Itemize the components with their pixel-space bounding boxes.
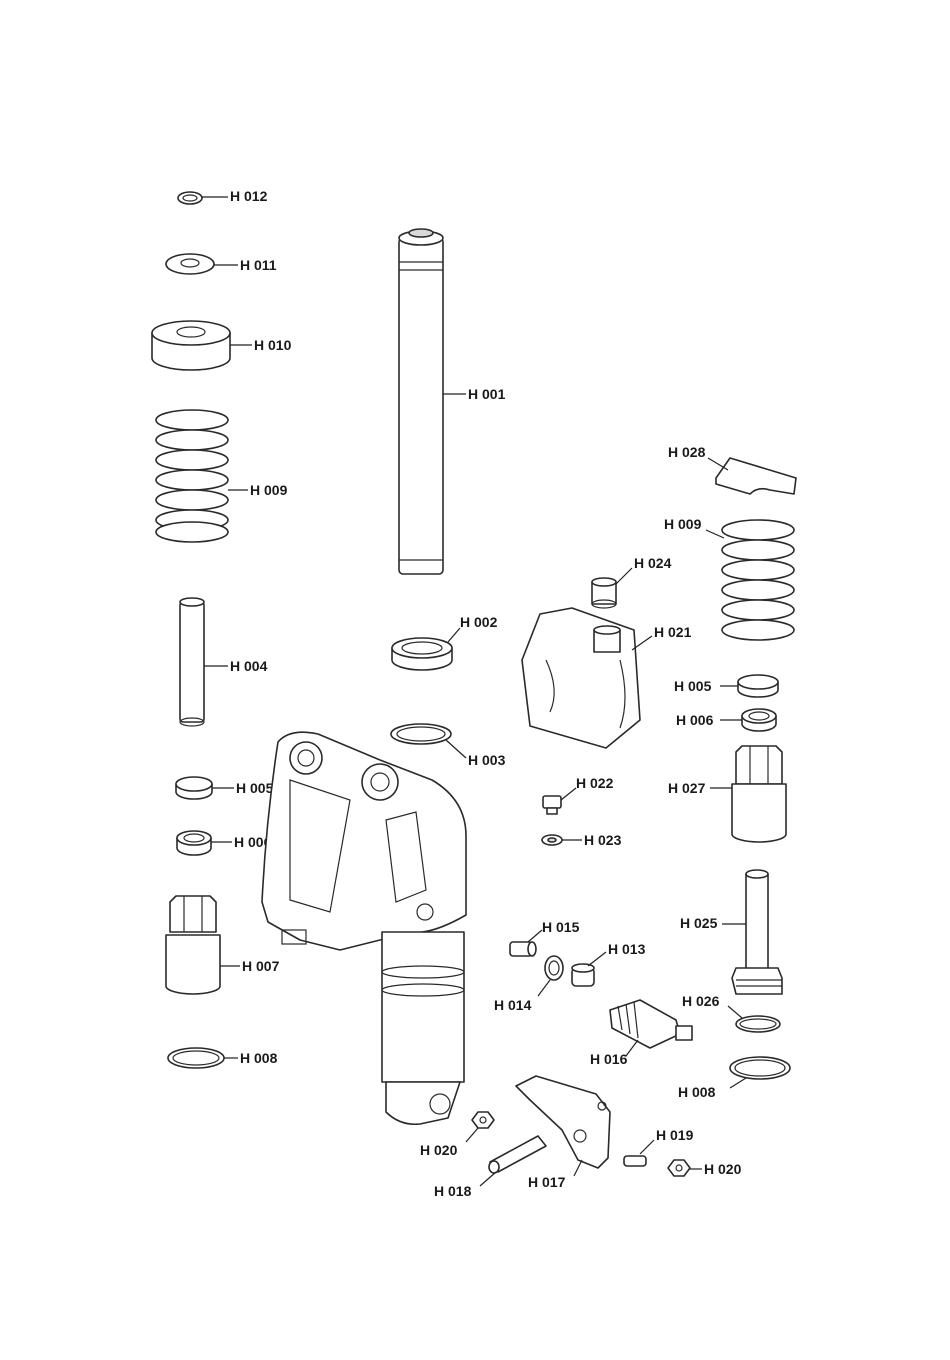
part-h012-snap-ring[interactable] (178, 192, 202, 204)
part-h006-right[interactable] (742, 709, 776, 731)
label-h013: H 013 (608, 941, 646, 957)
part-h004-pin[interactable] (180, 598, 204, 726)
part-h025-valve-stem[interactable] (732, 870, 782, 994)
part-h010-spring-cap[interactable] (152, 321, 230, 370)
label-h009-right: H 009 (664, 516, 702, 532)
part-h026-o-ring[interactable] (736, 1016, 780, 1032)
part-h006-left[interactable] (177, 831, 211, 855)
label-h009-left: H 009 (250, 482, 288, 498)
part-h027-cylinder-right[interactable] (732, 746, 786, 842)
label-h005-right: H 005 (674, 678, 712, 694)
label-h004: H 004 (230, 658, 268, 674)
part-h003-ring[interactable] (391, 724, 451, 744)
label-h006-right: H 006 (676, 712, 714, 728)
part-h022-screw[interactable] (543, 796, 561, 814)
part-h009-spring-left[interactable] (156, 410, 228, 542)
part-h008-ring-right[interactable] (730, 1057, 790, 1079)
part-h019-small-pin[interactable] (624, 1156, 646, 1166)
part-h013-plug[interactable] (572, 964, 594, 986)
label-h020-left: H 020 (420, 1142, 458, 1158)
label-h020-right: H 020 (704, 1161, 742, 1177)
part-h018-pin[interactable] (489, 1136, 546, 1173)
label-h015: H 015 (542, 919, 580, 935)
part-h007-cylinder-left[interactable] (166, 896, 220, 994)
label-h003: H 003 (468, 752, 506, 768)
part-h008-ring-left[interactable] (168, 1048, 224, 1068)
label-h026: H 026 (682, 993, 720, 1009)
part-h015-fitting[interactable] (510, 942, 536, 956)
part-h020-nut-left[interactable] (472, 1112, 494, 1128)
part-h005-right[interactable] (738, 675, 778, 697)
label-h012: H 012 (230, 188, 268, 204)
label-h018: H 018 (434, 1183, 472, 1199)
label-h025: H 025 (680, 915, 718, 931)
label-h024: H 024 (634, 555, 672, 571)
label-h010: H 010 (254, 337, 292, 353)
part-h016-cartridge[interactable] (610, 1000, 692, 1048)
part-h011-washer[interactable] (166, 254, 214, 274)
part-h002-seal[interactable] (392, 638, 452, 670)
part-h005-left[interactable] (176, 777, 212, 799)
part-h024-bushing[interactable] (592, 578, 616, 608)
label-h001: H 001 (468, 386, 506, 402)
label-h016: H 016 (590, 1051, 628, 1067)
label-h019: H 019 (656, 1127, 694, 1143)
label-h022: H 022 (576, 775, 614, 791)
label-h011: H 011 (240, 257, 277, 273)
label-h021: H 021 (654, 624, 692, 640)
label-h005-left: H 005 (236, 780, 274, 796)
part-main-body[interactable] (262, 732, 466, 1124)
label-h008-left: H 008 (240, 1050, 278, 1066)
label-h017: H 017 (528, 1174, 566, 1190)
part-h028-plate[interactable] (716, 458, 796, 494)
label-h002: H 002 (460, 614, 498, 630)
label-h007: H 007 (242, 958, 280, 974)
label-h014: H 014 (494, 997, 532, 1013)
part-h009-spring-right[interactable] (722, 520, 794, 640)
part-h021-pump-housing[interactable] (522, 608, 640, 748)
label-h023: H 023 (584, 832, 622, 848)
part-h001-piston-rod[interactable] (399, 229, 443, 574)
label-h027: H 027 (668, 780, 706, 796)
label-h008-right: H 008 (678, 1084, 716, 1100)
part-h023-washer[interactable] (542, 835, 562, 845)
part-h020-nut-right[interactable] (668, 1160, 690, 1176)
label-h028: H 028 (668, 444, 706, 460)
part-h014-washer[interactable] (545, 956, 563, 980)
